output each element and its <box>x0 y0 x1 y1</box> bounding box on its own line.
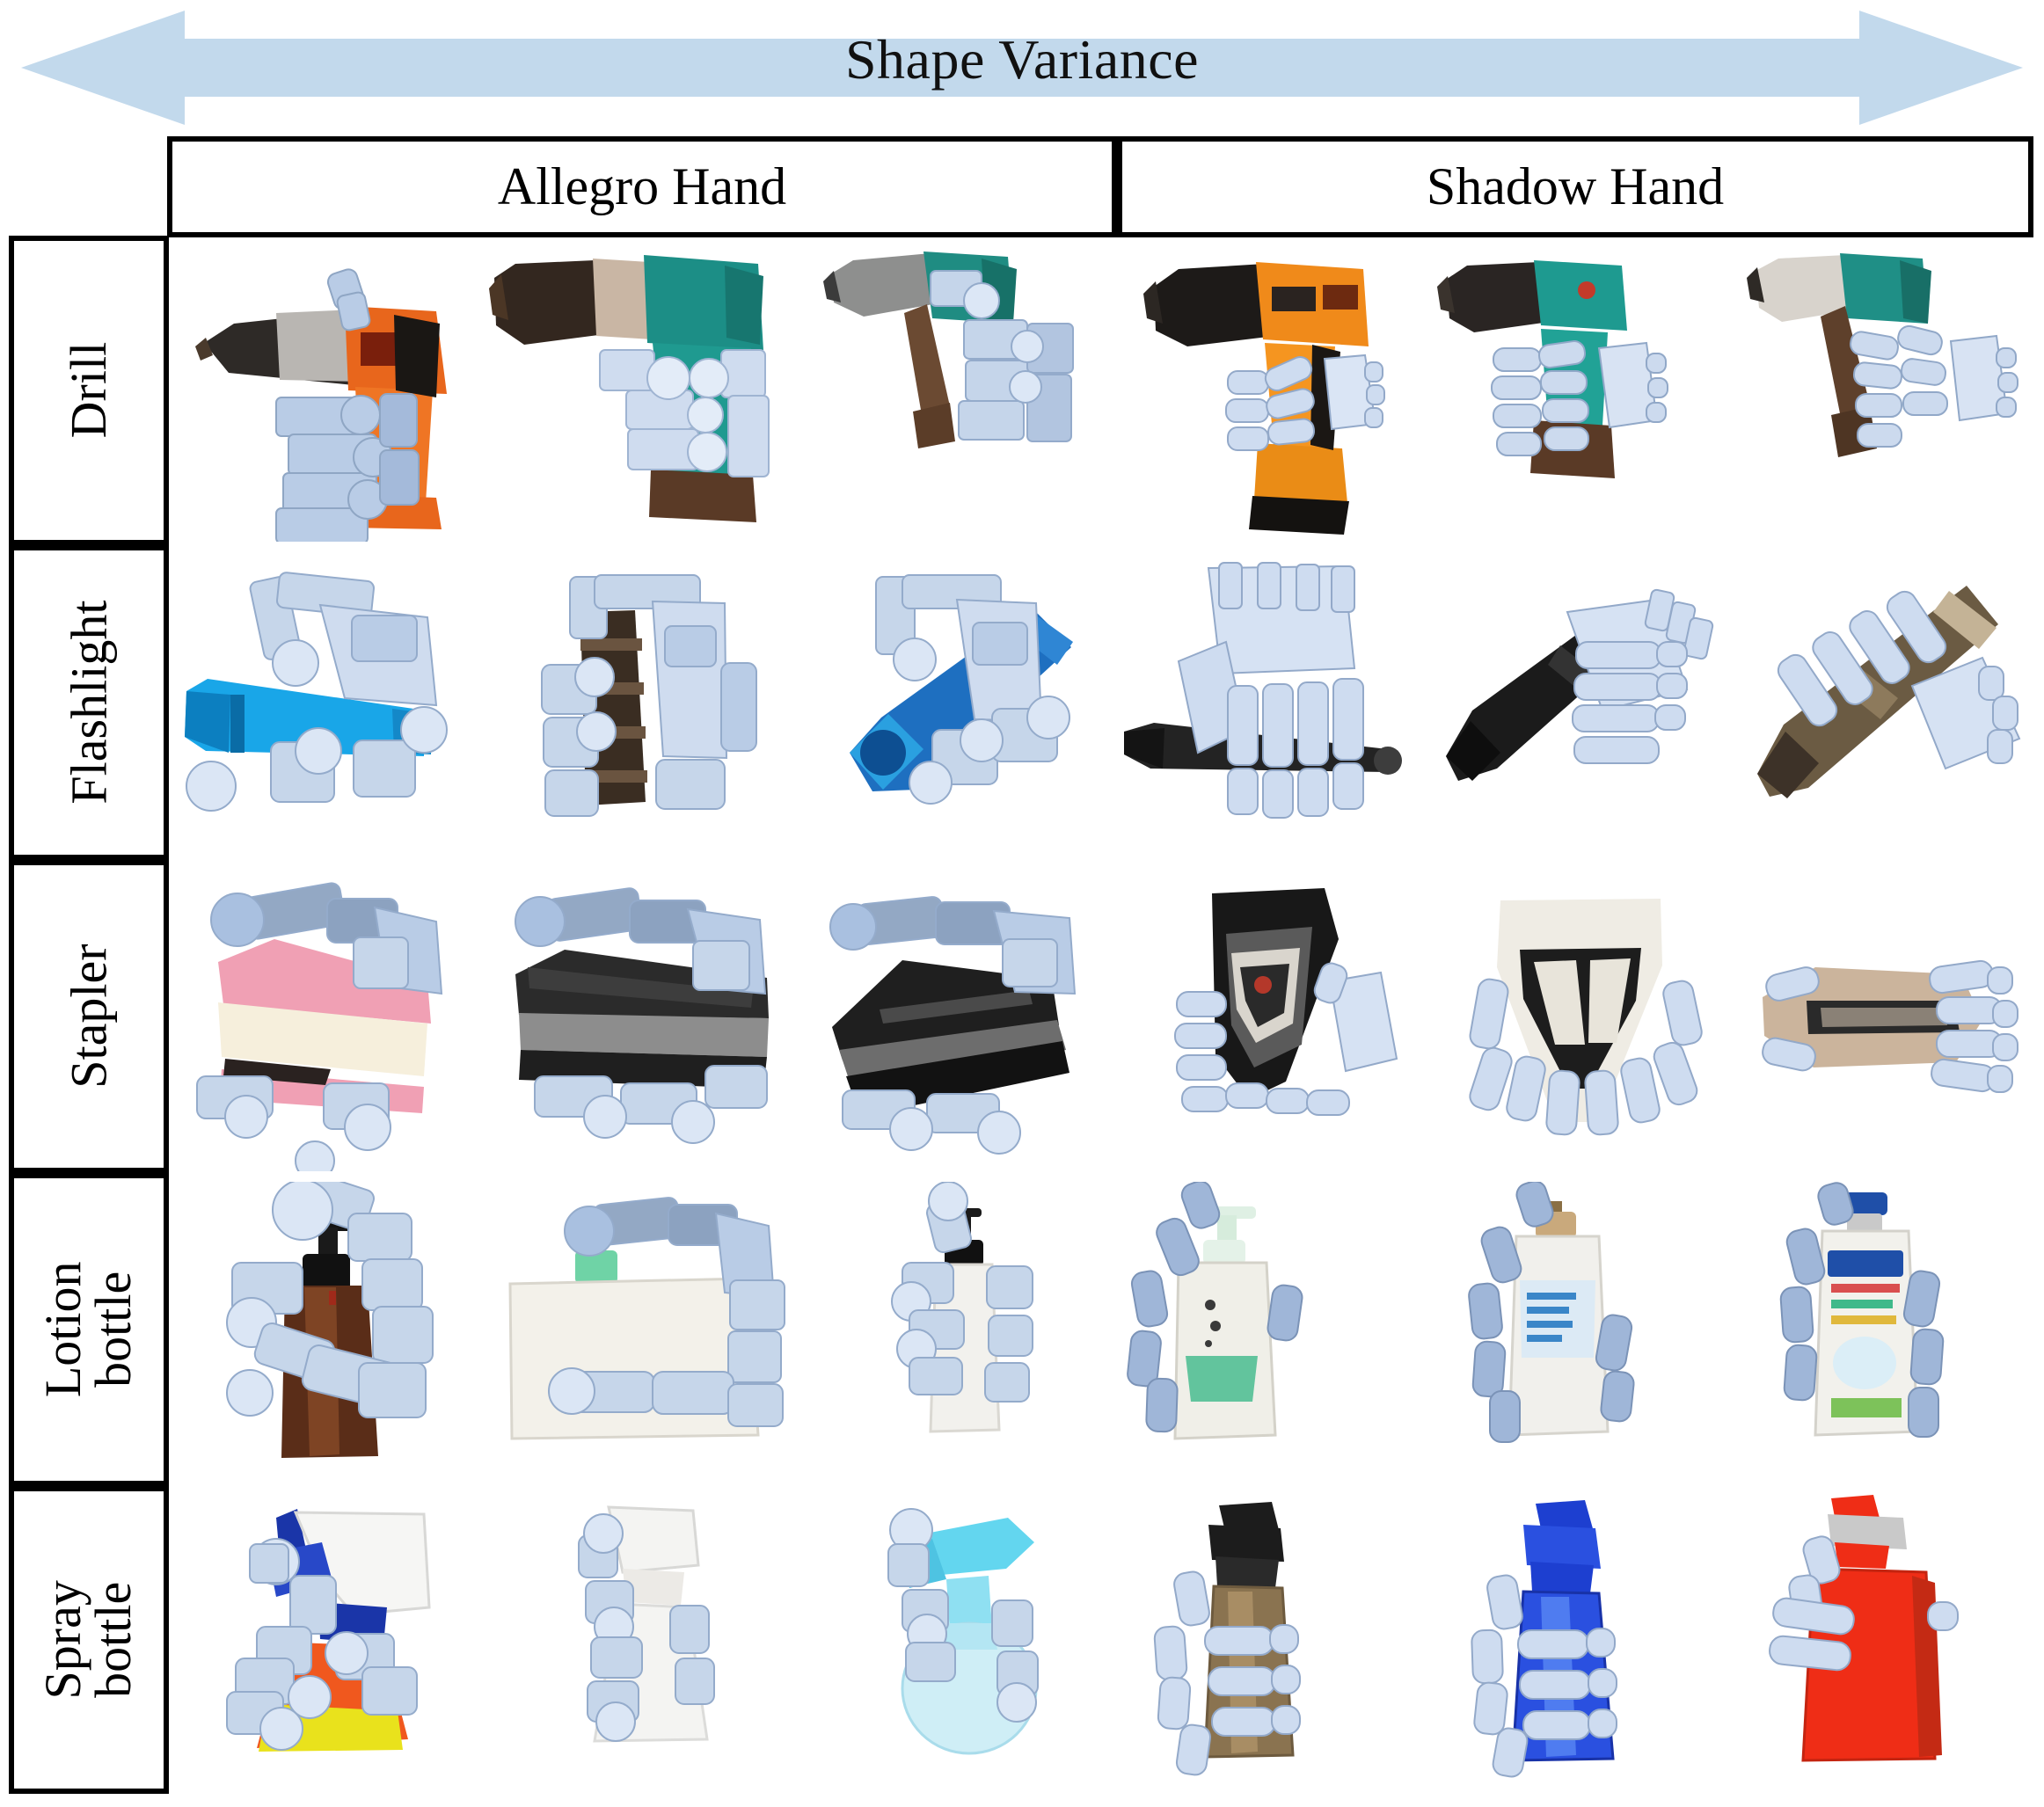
grasp-image-lotion-bottle-allegro-3 <box>818 1182 1113 1484</box>
shape-variance-arrow-icon <box>21 11 2023 125</box>
grasp-image-spray-bottle-shadow-2 <box>1435 1495 1731 1797</box>
grasp-image-stapler-shadow-1 <box>1124 869 1427 1171</box>
grasp-image-drill-shadow-2 <box>1435 239 1731 542</box>
grasp-image-stapler-allegro-2 <box>489 869 813 1171</box>
grasp-image-drill-allegro-1 <box>172 239 482 542</box>
grasp-image-flashlight-allegro-1 <box>172 554 482 856</box>
row-label-drill: Drill <box>9 236 169 545</box>
row-label-stapler: Stapler <box>9 860 169 1173</box>
grasp-image-spray-bottle-shadow-1 <box>1124 1495 1427 1797</box>
shape-variance-label: Shape Variance <box>844 28 1200 91</box>
grasp-image-lotion-bottle-shadow-2 <box>1435 1182 1731 1484</box>
grasp-image-stapler-allegro-1 <box>172 869 482 1171</box>
row-label-flashlight: Flashlight <box>9 545 169 860</box>
grasp-image-spray-bottle-shadow-3 <box>1740 1495 2033 1797</box>
column-header-shadow-hand: Shadow Hand <box>1117 136 2033 237</box>
column-header-allegro-hand: Allegro Hand <box>167 136 1117 237</box>
grasp-image-lotion-bottle-allegro-2 <box>489 1182 813 1484</box>
grasp-image-stapler-allegro-3 <box>818 869 1113 1171</box>
grasp-image-drill-allegro-3 <box>818 239 1113 542</box>
grasp-image-flashlight-shadow-3 <box>1740 554 2033 856</box>
grasp-image-drill-shadow-1 <box>1124 239 1427 542</box>
grasp-image-flashlight-allegro-3 <box>818 554 1113 856</box>
grasp-image-stapler-shadow-3 <box>1740 869 2033 1171</box>
grasp-image-spray-bottle-allegro-2 <box>489 1495 813 1797</box>
grasp-image-flashlight-shadow-2 <box>1435 554 1731 856</box>
shape-variance-banner: Shape Variance <box>0 0 2044 132</box>
grasp-image-spray-bottle-allegro-1 <box>172 1495 482 1797</box>
grasp-image-flashlight-allegro-2 <box>489 554 813 856</box>
grasp-image-stapler-shadow-2 <box>1435 869 1731 1171</box>
grasp-image-lotion-bottle-shadow-3 <box>1740 1182 2033 1484</box>
grasp-image-flashlight-shadow-1 <box>1124 554 1427 856</box>
grasp-image-drill-shadow-3 <box>1740 239 2033 542</box>
grasp-image-lotion-bottle-allegro-1 <box>172 1182 482 1484</box>
grasp-image-lotion-bottle-shadow-1 <box>1124 1182 1427 1484</box>
grasp-image-spray-bottle-allegro-3 <box>818 1495 1113 1797</box>
grasp-image-drill-allegro-2 <box>489 239 813 542</box>
